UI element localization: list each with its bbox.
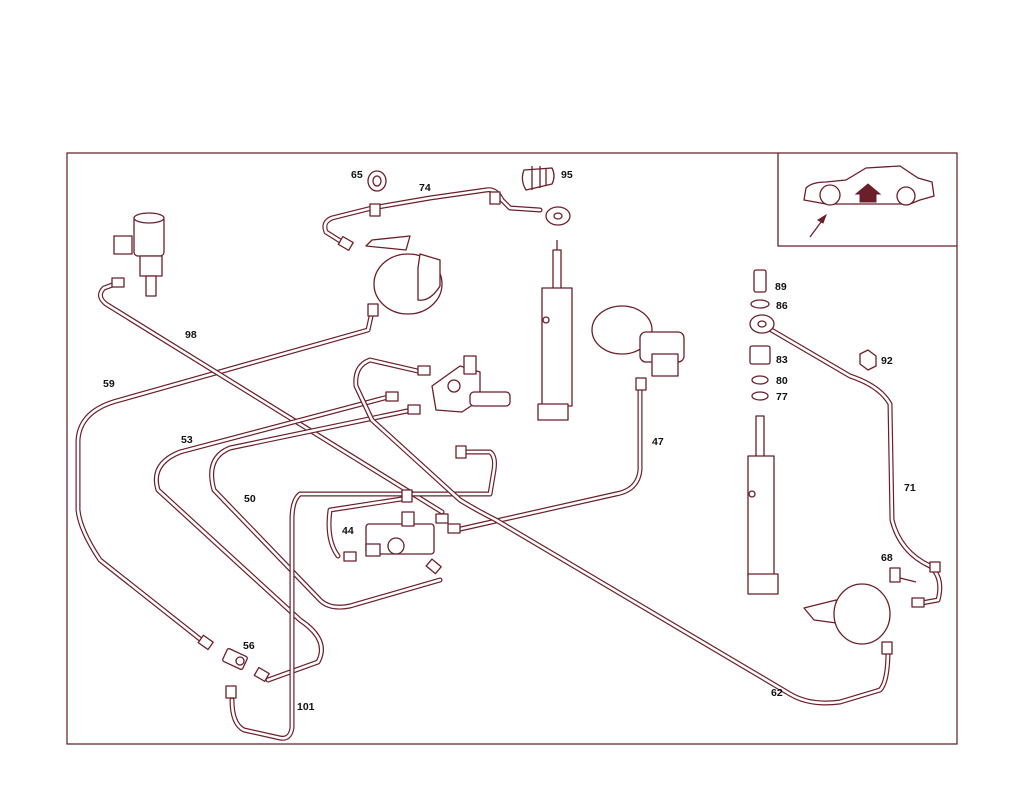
wheel-rear xyxy=(896,186,916,206)
label-59: 59 xyxy=(103,378,115,390)
part-80-washer xyxy=(751,375,769,385)
diagram-frame xyxy=(66,152,958,745)
fastener-stack xyxy=(749,269,771,401)
part-95-boot xyxy=(521,166,555,191)
label-47: 47 xyxy=(652,436,664,448)
line-71 xyxy=(765,325,943,607)
banjo-fitting-71 xyxy=(749,314,775,334)
part-89-bolt xyxy=(753,269,767,293)
wheel-front-highlight xyxy=(819,184,841,206)
label-77: 77 xyxy=(776,391,788,403)
car-silhouette xyxy=(803,165,935,205)
front-accumulator-sphere xyxy=(365,235,443,315)
part-68-bleeder xyxy=(889,567,917,583)
label-83: 83 xyxy=(776,354,788,366)
level-control-valve xyxy=(431,355,511,413)
vehicle-location-inset xyxy=(777,153,957,247)
label-95: 95 xyxy=(561,169,573,181)
part-labels: 65 74 95 98 59 53 50 44 47 56 101 89 86 … xyxy=(103,169,916,713)
line-62 xyxy=(353,357,891,706)
rear-accumulator xyxy=(591,305,685,377)
front-shock-strut xyxy=(537,240,573,421)
pipe-fittings xyxy=(111,191,941,699)
label-68: 68 xyxy=(881,552,893,564)
label-86: 86 xyxy=(776,300,788,312)
rear-sphere xyxy=(803,583,891,645)
label-80: 80 xyxy=(776,375,788,387)
label-65: 65 xyxy=(351,169,363,181)
brake-lines xyxy=(75,187,943,741)
part-65-grommet xyxy=(367,170,387,192)
label-89: 89 xyxy=(775,281,787,293)
label-50: 50 xyxy=(244,493,256,505)
label-98: 98 xyxy=(185,329,197,341)
part-77-washer xyxy=(751,391,769,401)
label-44: 44 xyxy=(342,525,354,537)
part-83-nut xyxy=(749,345,771,365)
part-92-nut xyxy=(859,349,877,371)
label-101: 101 xyxy=(297,701,315,713)
line-59 xyxy=(75,309,375,646)
location-up-arrow-icon xyxy=(854,183,882,203)
label-56: 56 xyxy=(243,640,255,652)
label-62: 62 xyxy=(771,687,783,699)
rear-shock-strut xyxy=(747,415,779,595)
part-56-connector xyxy=(222,648,248,670)
label-71: 71 xyxy=(904,482,916,494)
pressure-pump xyxy=(113,212,165,297)
label-53: 53 xyxy=(181,434,193,446)
part-86-washer xyxy=(750,299,770,309)
part-44-distributor xyxy=(365,511,435,557)
banjo-fitting xyxy=(545,206,571,226)
label-74: 74 xyxy=(419,182,431,194)
label-92: 92 xyxy=(881,355,893,367)
